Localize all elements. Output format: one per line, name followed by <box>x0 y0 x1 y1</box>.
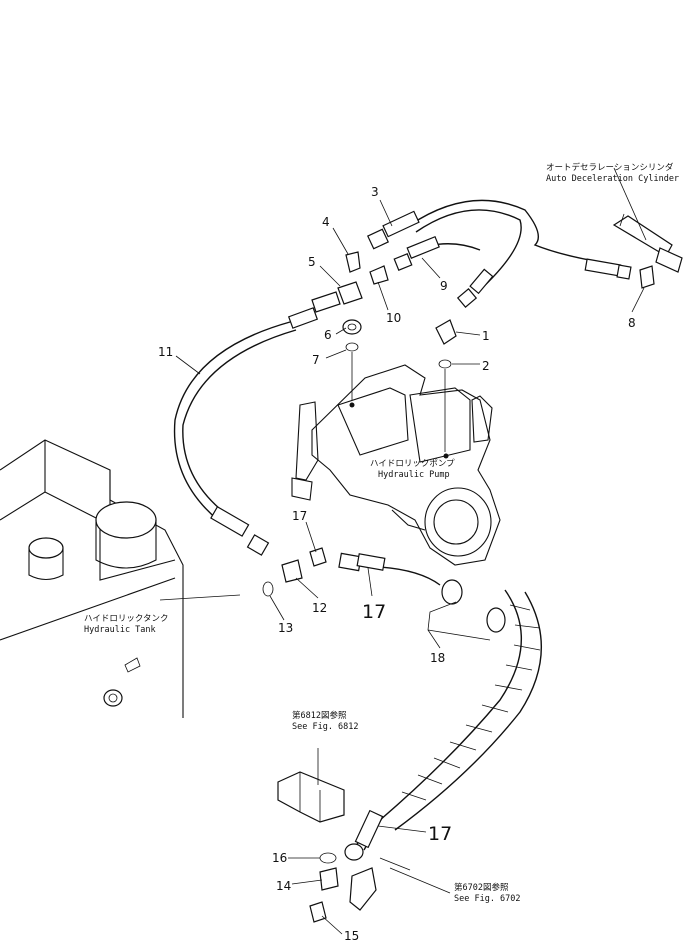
callout-10: 10 <box>386 311 401 325</box>
hydraulic-pump: ハイドロリックポンプ Hydraulic Pump <box>291 364 501 566</box>
callout-3: 3 <box>371 185 379 199</box>
callout-18: 17 <box>292 509 307 523</box>
callout-12: 12 <box>312 601 327 615</box>
callout-11: 11 <box>158 345 173 359</box>
callout-7: 7 <box>312 353 320 367</box>
auto-deceleration-cylinder <box>612 213 683 273</box>
fittings <box>210 210 683 923</box>
callout-9: 9 <box>440 279 448 293</box>
callout-8: 8 <box>628 316 636 330</box>
callout-13: 13 <box>278 621 293 635</box>
leader-lines <box>159 167 647 935</box>
pump-caption-jp: ハイドロリックポンプ <box>370 459 455 469</box>
auto-decel-caption-jp: オートデセラレーションシリンダ <box>546 162 674 173</box>
callout-17-lower: 17 <box>428 823 452 845</box>
fig6702-caption-en: See Fig. 6702 <box>454 894 521 904</box>
callout-16: 16 <box>272 851 287 865</box>
callout-14: 14 <box>276 879 291 893</box>
fig6702-caption-jp: 第6702図参照 <box>454 882 509 893</box>
fig6812-caption-en: See Fig. 6812 <box>292 722 359 732</box>
tank-caption-jp: ハイドロリックタンク <box>84 614 169 624</box>
callout-labels: 3 4 5 6 7 11 1 2 8 9 10 17 12 13 17 18 1… <box>158 185 636 943</box>
callout-19: 18 <box>430 651 445 665</box>
callout-6: 6 <box>324 328 332 342</box>
callout-15: 15 <box>344 929 359 943</box>
callout-4: 4 <box>322 215 330 229</box>
auto-decel-caption-en: Auto Deceleration Cylinder <box>546 174 679 184</box>
fig6812-caption-jp: 第6812図参照 <box>292 710 347 721</box>
callout-1: 1 <box>482 329 490 343</box>
pump-caption-en: Hydraulic Pump <box>378 470 450 480</box>
callout-5: 5 <box>308 255 316 269</box>
captions: オートデセラレーションシリンダ Auto Deceleration Cylind… <box>84 162 679 904</box>
callout-2: 2 <box>482 359 490 373</box>
hydraulic-tank <box>0 439 184 718</box>
callout-17-upper: 17 <box>362 601 386 623</box>
tank-caption-en: Hydraulic Tank <box>84 625 156 635</box>
